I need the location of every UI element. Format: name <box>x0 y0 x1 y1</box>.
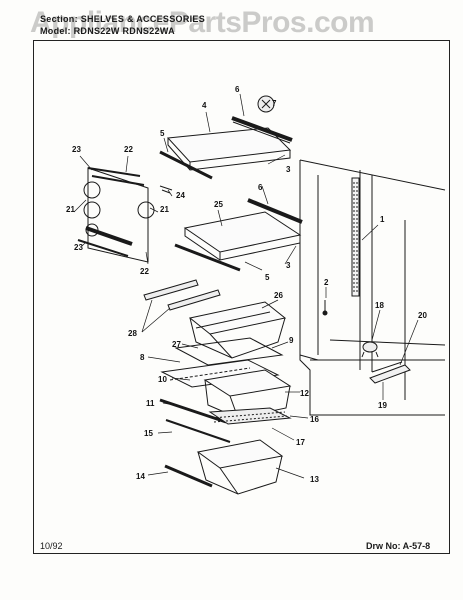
callout-labels: 1 2 3 3 4 5 5 6 6 7 8 9 10 11 12 13 14 1… <box>66 85 427 484</box>
callout-11: 11 <box>146 399 155 408</box>
diagram-frame <box>33 40 450 554</box>
callout-28: 28 <box>128 329 137 338</box>
callout-4: 4 <box>202 101 207 110</box>
part-2-screw <box>322 300 328 316</box>
callout-1: 1 <box>380 215 385 224</box>
part-4-shelf <box>159 127 292 180</box>
part-19-20-guide <box>369 361 411 384</box>
callout-10: 10 <box>158 375 167 384</box>
callout-25: 25 <box>214 200 223 209</box>
part-24-clip <box>159 185 173 194</box>
part-25-shelf <box>174 211 302 272</box>
revision-date: 10/92 <box>40 541 63 551</box>
callout-22-top: 22 <box>124 145 133 154</box>
part-1-rail <box>351 177 360 297</box>
callout-26: 26 <box>274 291 283 300</box>
callout-12: 12 <box>300 389 309 398</box>
callout-6-upper: 6 <box>235 85 240 94</box>
callout-20: 20 <box>418 311 427 320</box>
callout-17: 17 <box>296 438 305 447</box>
callout-2: 2 <box>324 278 329 287</box>
part-18-bracket <box>361 341 379 358</box>
leader-lines <box>73 93 419 479</box>
drawing-number: Drw No: A-57-8 <box>366 541 431 551</box>
part-8-9-10-cover <box>160 337 284 388</box>
callout-21-right: 21 <box>160 205 169 214</box>
callout-27: 27 <box>172 340 181 349</box>
part-11-15-rails <box>159 398 231 443</box>
callout-15: 15 <box>144 429 153 438</box>
callout-19: 19 <box>378 401 387 410</box>
part-16-17-slides <box>208 407 292 425</box>
callout-6-lower: 6 <box>258 183 263 192</box>
callout-9: 9 <box>289 336 294 345</box>
callout-13: 13 <box>310 475 319 484</box>
callout-23-bottom: 23 <box>74 243 83 252</box>
callout-5-upper: 5 <box>160 129 165 138</box>
callout-21-left: 21 <box>66 205 75 214</box>
callout-5-lower: 5 <box>265 273 270 282</box>
callout-3-upper: 3 <box>286 165 291 174</box>
part-6-rail-mid <box>247 198 303 224</box>
callout-22-bottom: 22 <box>140 267 149 276</box>
callout-8: 8 <box>140 353 145 362</box>
part-13-bin <box>196 439 284 495</box>
callout-14: 14 <box>136 472 145 481</box>
callout-18: 18 <box>375 301 384 310</box>
part-26-crisper <box>188 301 287 359</box>
callout-23-top: 23 <box>72 145 81 154</box>
shelf-clip-icon <box>257 95 275 113</box>
watermark: AppliancePartsPros.com <box>30 6 375 39</box>
model-line: Model: RDNS22W RDNS22WA <box>40 26 175 36</box>
callout-7: 7 <box>272 99 277 108</box>
callout-16: 16 <box>310 415 319 424</box>
part-14-rail <box>164 464 213 488</box>
part-21-22-23-frame <box>77 167 155 263</box>
section-title: Section: SHELVES & ACCESSORIES <box>40 14 206 24</box>
callout-3-lower: 3 <box>286 261 291 270</box>
part-28-brackets <box>143 279 221 311</box>
callout-24: 24 <box>176 191 185 200</box>
part-6-rail-top <box>231 116 293 144</box>
